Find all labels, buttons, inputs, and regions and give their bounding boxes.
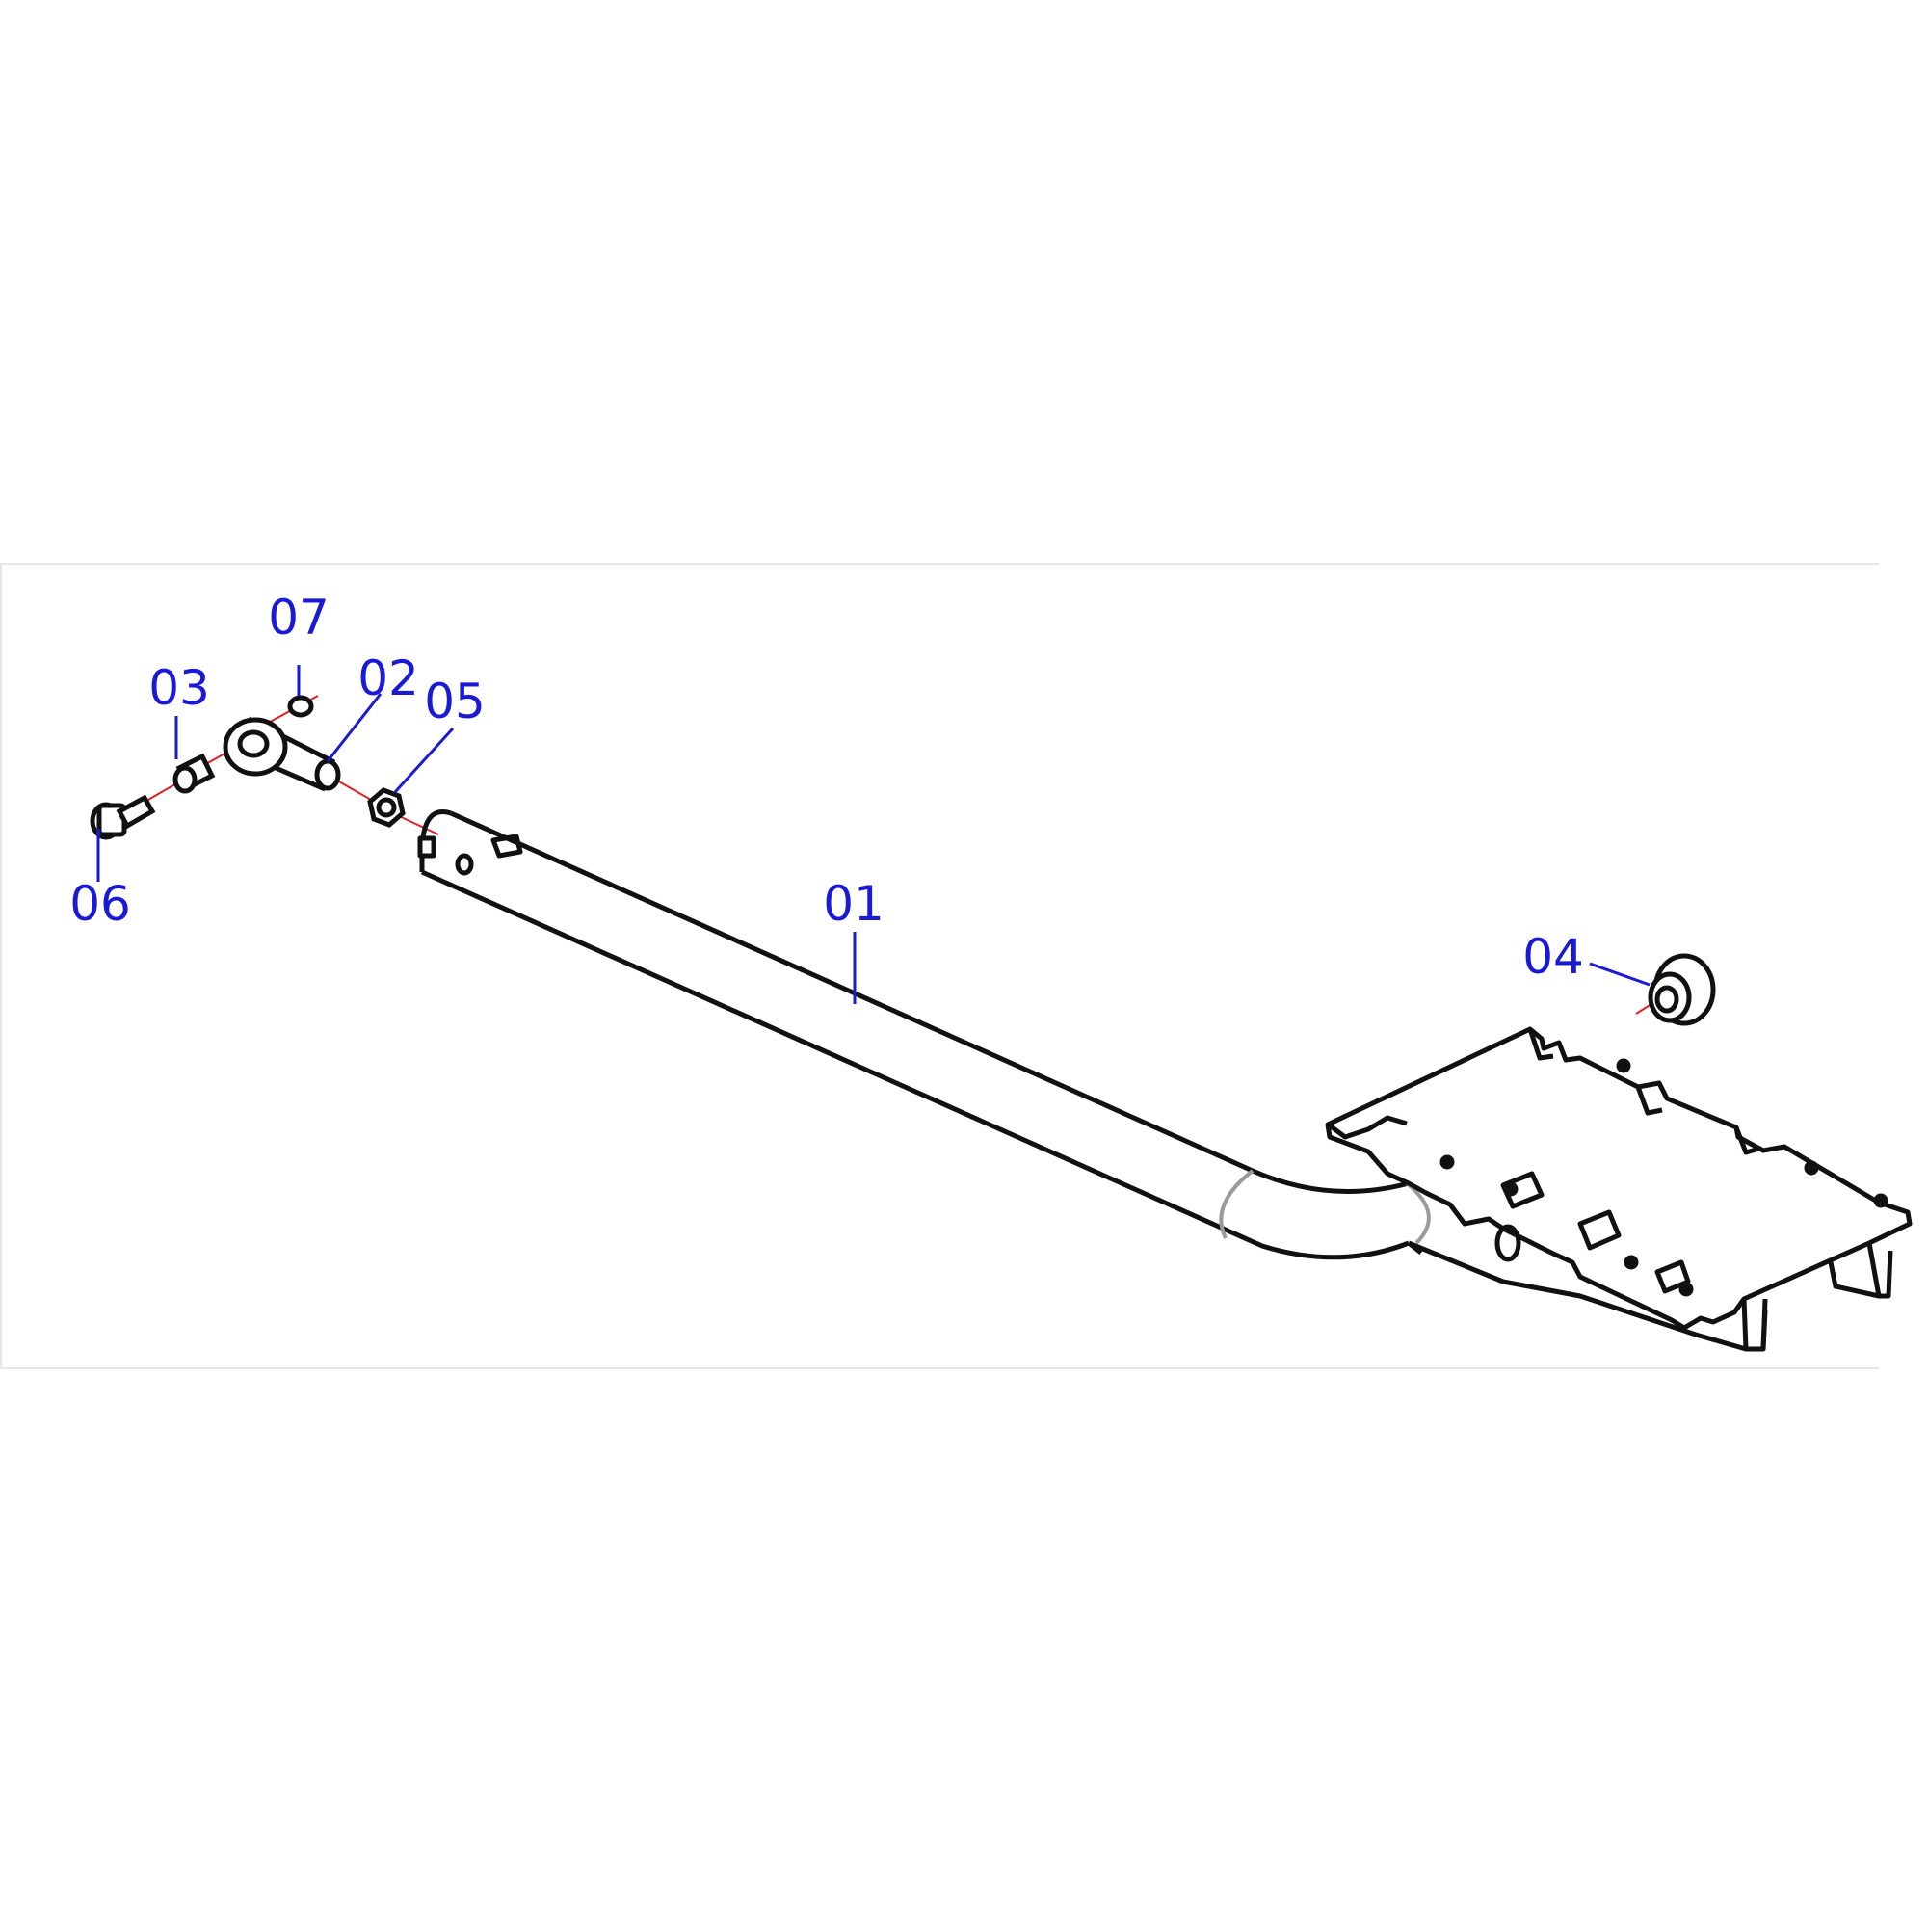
callout-label-05: 05: [424, 674, 486, 729]
callout-label-04: 04: [1522, 929, 1584, 985]
part-02-eye-link: [223, 716, 341, 792]
callout-label-02: 02: [357, 650, 419, 706]
callout-labels: 07 03 02 05 06 01 04: [69, 590, 1584, 985]
frame-lines: [0, 563, 1879, 1369]
part-04-grommet: [1648, 953, 1716, 1026]
callout-leaders: [96, 665, 1651, 1004]
callout-label-06: 06: [69, 876, 131, 932]
assembly-axis-lines: [122, 695, 1668, 1015]
part-06-bolt: [90, 794, 156, 840]
callout-label-03: 03: [148, 660, 210, 716]
part-07-nut: [287, 695, 314, 718]
part-03-bushing: [172, 753, 216, 794]
part-01-tube-assembly: [417, 809, 1913, 1352]
part-05-hex-nut: [367, 787, 406, 828]
callout-label-01: 01: [823, 876, 885, 932]
callout-label-07: 07: [268, 590, 330, 646]
